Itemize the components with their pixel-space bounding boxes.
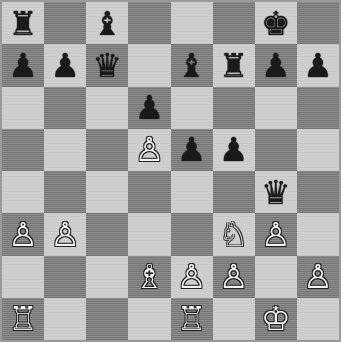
square-f6[interactable] (213, 87, 255, 129)
square-h4[interactable] (297, 171, 339, 213)
black-pawn-icon[interactable]: ♟ (135, 91, 165, 124)
black-queen-icon[interactable]: ♛ (261, 176, 291, 209)
square-h1[interactable] (297, 298, 339, 340)
square-e5[interactable]: ♟ (171, 129, 213, 171)
square-f8[interactable] (213, 2, 255, 44)
square-b7[interactable]: ♟ (44, 44, 86, 86)
black-pawn-icon[interactable]: ♟ (50, 49, 80, 82)
black-queen-icon[interactable]: ♛ (93, 49, 123, 82)
square-a2[interactable] (2, 256, 44, 298)
square-f7[interactable]: ♜ (213, 44, 255, 86)
square-h8[interactable] (297, 2, 339, 44)
white-pawn-icon[interactable]: ♙ (177, 260, 207, 293)
square-h6[interactable] (297, 87, 339, 129)
square-a7[interactable]: ♟ (2, 44, 44, 86)
black-pawn-icon[interactable]: ♟ (219, 133, 249, 166)
square-c3[interactable] (86, 213, 128, 255)
square-a6[interactable] (2, 87, 44, 129)
square-h2[interactable]: ♙ (297, 256, 339, 298)
square-e8[interactable] (171, 2, 213, 44)
square-e2[interactable]: ♙ (171, 256, 213, 298)
white-pawn-icon[interactable]: ♙ (303, 260, 333, 293)
white-bishop-icon[interactable]: ♗ (135, 260, 165, 293)
square-b4[interactable] (44, 171, 86, 213)
white-pawn-icon[interactable]: ♙ (135, 133, 165, 166)
square-f5[interactable]: ♟ (213, 129, 255, 171)
square-f3[interactable]: ♘ (213, 213, 255, 255)
white-knight-icon[interactable]: ♘ (219, 218, 249, 251)
square-f2[interactable]: ♙ (213, 256, 255, 298)
square-a1[interactable]: ♖ (2, 298, 44, 340)
square-b2[interactable] (44, 256, 86, 298)
black-king-icon[interactable]: ♚ (261, 7, 291, 40)
white-pawn-icon[interactable]: ♙ (8, 218, 38, 251)
black-pawn-icon[interactable]: ♟ (303, 49, 333, 82)
white-king-icon[interactable]: ♔ (261, 302, 291, 335)
black-rook-icon[interactable]: ♜ (219, 49, 249, 82)
square-g1[interactable]: ♔ (255, 298, 297, 340)
square-c5[interactable] (86, 129, 128, 171)
square-a5[interactable] (2, 129, 44, 171)
square-d8[interactable] (128, 2, 170, 44)
square-h5[interactable] (297, 129, 339, 171)
square-h7[interactable]: ♟ (297, 44, 339, 86)
square-g4[interactable]: ♛ (255, 171, 297, 213)
square-d7[interactable] (128, 44, 170, 86)
black-pawn-icon[interactable]: ♟ (177, 133, 207, 166)
black-pawn-icon[interactable]: ♟ (261, 49, 291, 82)
white-rook-icon[interactable]: ♖ (8, 302, 38, 335)
square-c1[interactable] (86, 298, 128, 340)
black-bishop-icon[interactable]: ♝ (93, 7, 123, 40)
black-rook-icon[interactable]: ♜ (8, 7, 38, 40)
white-pawn-icon[interactable]: ♙ (261, 218, 291, 251)
square-f4[interactable] (213, 171, 255, 213)
square-a4[interactable] (2, 171, 44, 213)
square-d2[interactable]: ♗ (128, 256, 170, 298)
square-g5[interactable] (255, 129, 297, 171)
square-f1[interactable] (213, 298, 255, 340)
white-rook-icon[interactable]: ♖ (177, 302, 207, 335)
square-b5[interactable] (44, 129, 86, 171)
square-e7[interactable]: ♝ (171, 44, 213, 86)
square-b8[interactable] (44, 2, 86, 44)
white-pawn-icon[interactable]: ♙ (50, 218, 80, 251)
square-a3[interactable]: ♙ (2, 213, 44, 255)
square-d3[interactable] (128, 213, 170, 255)
square-g3[interactable]: ♙ (255, 213, 297, 255)
square-c2[interactable] (86, 256, 128, 298)
square-d6[interactable]: ♟ (128, 87, 170, 129)
square-c4[interactable] (86, 171, 128, 213)
square-h3[interactable] (297, 213, 339, 255)
square-e3[interactable] (171, 213, 213, 255)
square-g6[interactable] (255, 87, 297, 129)
black-bishop-icon[interactable]: ♝ (177, 49, 207, 82)
square-d4[interactable] (128, 171, 170, 213)
square-e1[interactable]: ♖ (171, 298, 213, 340)
white-pawn-icon[interactable]: ♙ (219, 260, 249, 293)
square-g7[interactable]: ♟ (255, 44, 297, 86)
square-g8[interactable]: ♚ (255, 2, 297, 44)
chessboard: ♜ ♝ ♚ ♟ ♟ ♛ ♝ ♜ ♟ ♟ ♟ ♙ ♟ ♟ ♛ ♙ ♙ ♘ ♙ ♗ ♙ ♙ ♙ ♖ ♖ ♔ (2, 2, 339, 340)
black-pawn-icon[interactable]: ♟ (8, 49, 38, 82)
square-c8[interactable]: ♝ (86, 2, 128, 44)
square-b6[interactable] (44, 87, 86, 129)
square-b1[interactable] (44, 298, 86, 340)
square-c7[interactable]: ♛ (86, 44, 128, 86)
square-d5[interactable]: ♙ (128, 129, 170, 171)
square-g2[interactable] (255, 256, 297, 298)
square-e6[interactable] (171, 87, 213, 129)
square-c6[interactable] (86, 87, 128, 129)
square-e4[interactable] (171, 171, 213, 213)
square-d1[interactable] (128, 298, 170, 340)
square-b3[interactable]: ♙ (44, 213, 86, 255)
square-a8[interactable]: ♜ (2, 2, 44, 44)
